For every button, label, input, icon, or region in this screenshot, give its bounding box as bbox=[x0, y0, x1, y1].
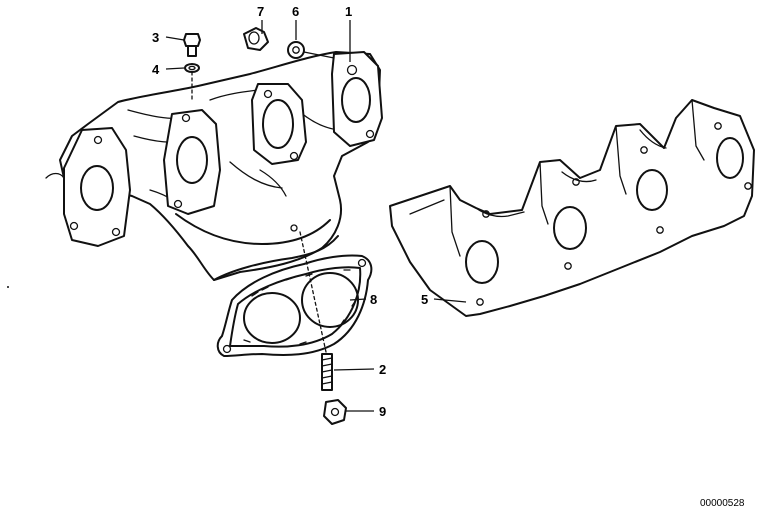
washer-small bbox=[287, 41, 305, 59]
callout-8: 8 bbox=[370, 292, 377, 307]
exhaust-manifold bbox=[45, 51, 383, 281]
callout-4: 4 bbox=[152, 62, 160, 77]
collector-gasket bbox=[216, 254, 373, 357]
reference-number: 00000528 bbox=[700, 498, 745, 509]
stray-dot bbox=[7, 286, 9, 288]
callout-labels: 1 2 3 4 5 6 7 8 9 bbox=[152, 4, 428, 419]
callout-6: 6 bbox=[292, 4, 299, 19]
callout-2: 2 bbox=[379, 362, 386, 377]
washer bbox=[184, 63, 200, 73]
callout-1: 1 bbox=[345, 4, 352, 19]
callout-3: 3 bbox=[152, 30, 159, 45]
hex-nut bbox=[323, 399, 347, 425]
callout-9: 9 bbox=[379, 404, 386, 419]
sleeve-nut bbox=[243, 27, 269, 51]
callout-7: 7 bbox=[257, 4, 264, 19]
stud bbox=[321, 353, 333, 391]
callout-5: 5 bbox=[421, 292, 428, 307]
leader-lines bbox=[165, 20, 467, 412]
heat-shield bbox=[389, 99, 755, 317]
bolt bbox=[183, 33, 201, 57]
